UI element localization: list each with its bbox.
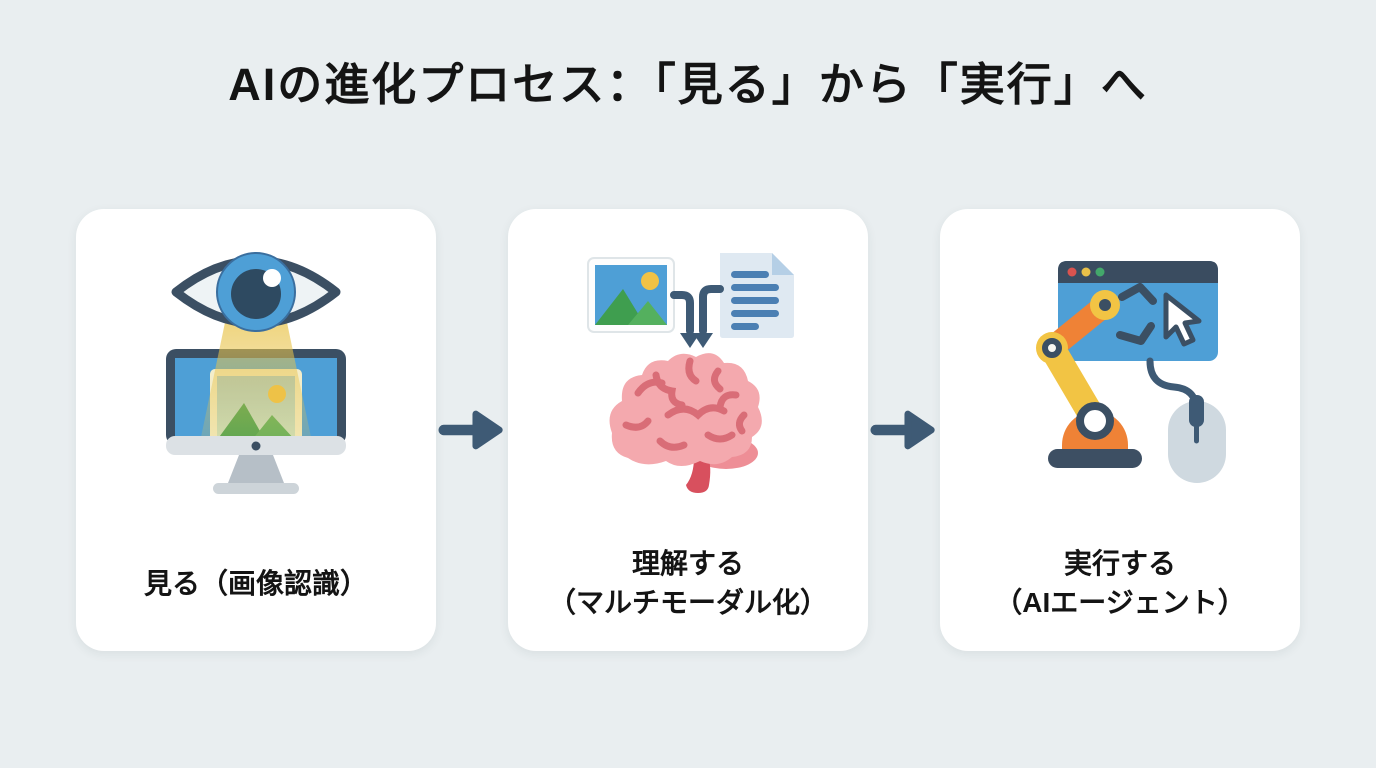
multimodal-brain-icon — [587, 253, 794, 493]
see-icon-box — [76, 209, 436, 527]
arrow-gap-2 — [868, 406, 940, 454]
ai-agent-robot-icon — [1036, 261, 1226, 483]
gripper-claw — [1116, 283, 1157, 345]
window-dot-yellow — [1081, 267, 1091, 277]
document-icon — [720, 253, 794, 338]
mountain-icon — [595, 289, 645, 325]
mountain-icon — [628, 301, 667, 325]
step-label-execute: 実行する （AIエージェント） — [940, 527, 1300, 651]
process-flow: 見る（画像認識） — [0, 209, 1376, 651]
arrow-gap-1 — [436, 406, 508, 454]
right-arrow-icon — [870, 410, 935, 450]
brain-stem — [686, 457, 711, 493]
window-dot-red — [1067, 267, 1077, 277]
arrow-down-icons — [670, 285, 724, 348]
image-icon — [587, 257, 675, 333]
step-label-line: 見る（画像認識） — [143, 567, 368, 599]
mouse-icon — [1168, 395, 1226, 483]
robot-arm-icon — [1036, 283, 1157, 468]
robot-base-plate — [1048, 449, 1142, 468]
window-dot-green — [1095, 267, 1105, 277]
step-label-see: 見る（画像認識） — [76, 527, 436, 651]
step-card-see: 見る（画像認識） — [76, 209, 436, 651]
light-beam — [200, 289, 312, 442]
step-label-line: （マルチモーダル化） — [547, 587, 828, 618]
sun-icon — [641, 272, 659, 290]
step-label-line: （AIエージェント） — [994, 587, 1246, 618]
document-text-lines — [731, 271, 779, 330]
right-arrow-icon — [438, 410, 503, 450]
step-label-line: 実行する — [1063, 548, 1176, 580]
execute-icon-box — [940, 209, 1300, 527]
eye-monitor-icon — [166, 252, 346, 494]
robot-base-joint — [1076, 402, 1114, 440]
step-label-line: 理解する — [631, 548, 744, 580]
step-card-execute: 実行する （AIエージェント） — [940, 209, 1300, 651]
page-title: AIの進化プロセス：「見る」から「実行」へ — [228, 59, 1148, 110]
eye-icon — [171, 252, 341, 332]
understand-icon-box — [508, 209, 868, 527]
step-label-understand: 理解する （マルチモーダル化） — [508, 527, 868, 651]
brain-icon — [609, 353, 762, 493]
brain-folds — [622, 357, 748, 451]
monitor-stand — [166, 436, 346, 494]
cursor-icon — [1163, 292, 1202, 347]
step-card-understand: 理解する （マルチモーダル化） — [508, 209, 868, 651]
